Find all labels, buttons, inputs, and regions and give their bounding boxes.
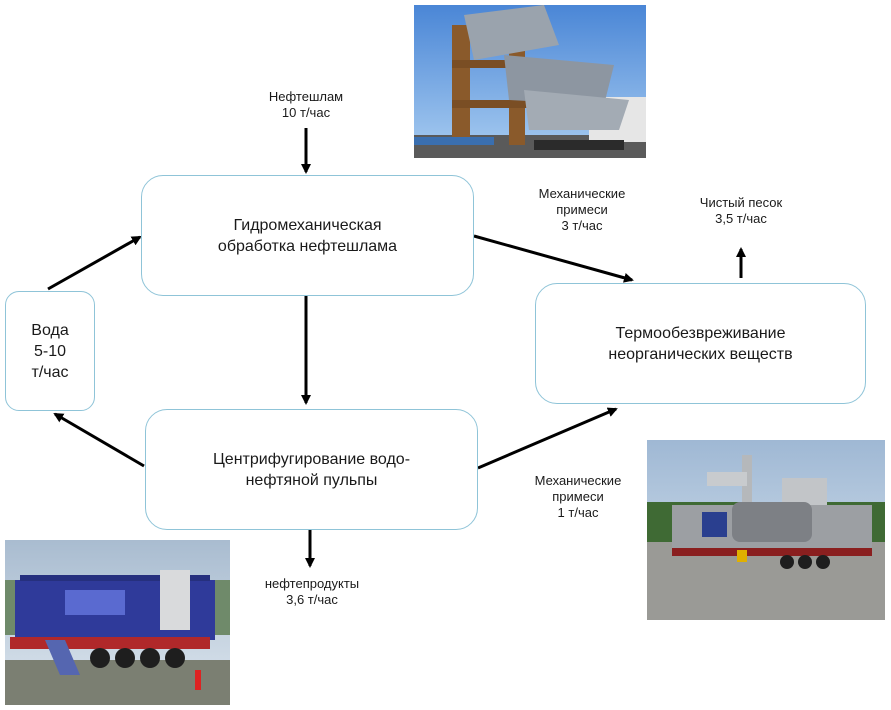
photo-hydromech-equipment [414,5,646,158]
arrow-hydromech-to-thermal [473,234,634,283]
box-centrifugation: Центрифугирование водо- нефтяной пульпы [145,409,478,530]
box-water: Вода 5-10 т/час [5,291,95,411]
photo-centrifuge-truck [5,540,230,705]
arrow-centrifuge-to-thermal [477,407,618,470]
label-oil-sludge-input: Нефтешлам 10 т/час [268,89,344,120]
arrow-water-to-hydromech [47,235,142,291]
label-mech-impurities-3: Механические примеси 3 т/час [538,186,626,233]
photo-thermal-unit [647,440,885,620]
label-mech-impurities-1: Механические примеси 1 т/час [534,473,622,520]
box-hydromechanical-treatment: Гидромеханическая обработка нефтешлама [141,175,474,296]
label-clean-sand: Чистый песок 3,5 т/час [699,195,783,226]
arrow-centrifuge-to-water [53,412,145,468]
label-oil-products: нефтепродукты 3,6 т/час [264,576,360,607]
box-thermal-neutralization: Термообезвреживание неорганических вещес… [535,283,866,404]
